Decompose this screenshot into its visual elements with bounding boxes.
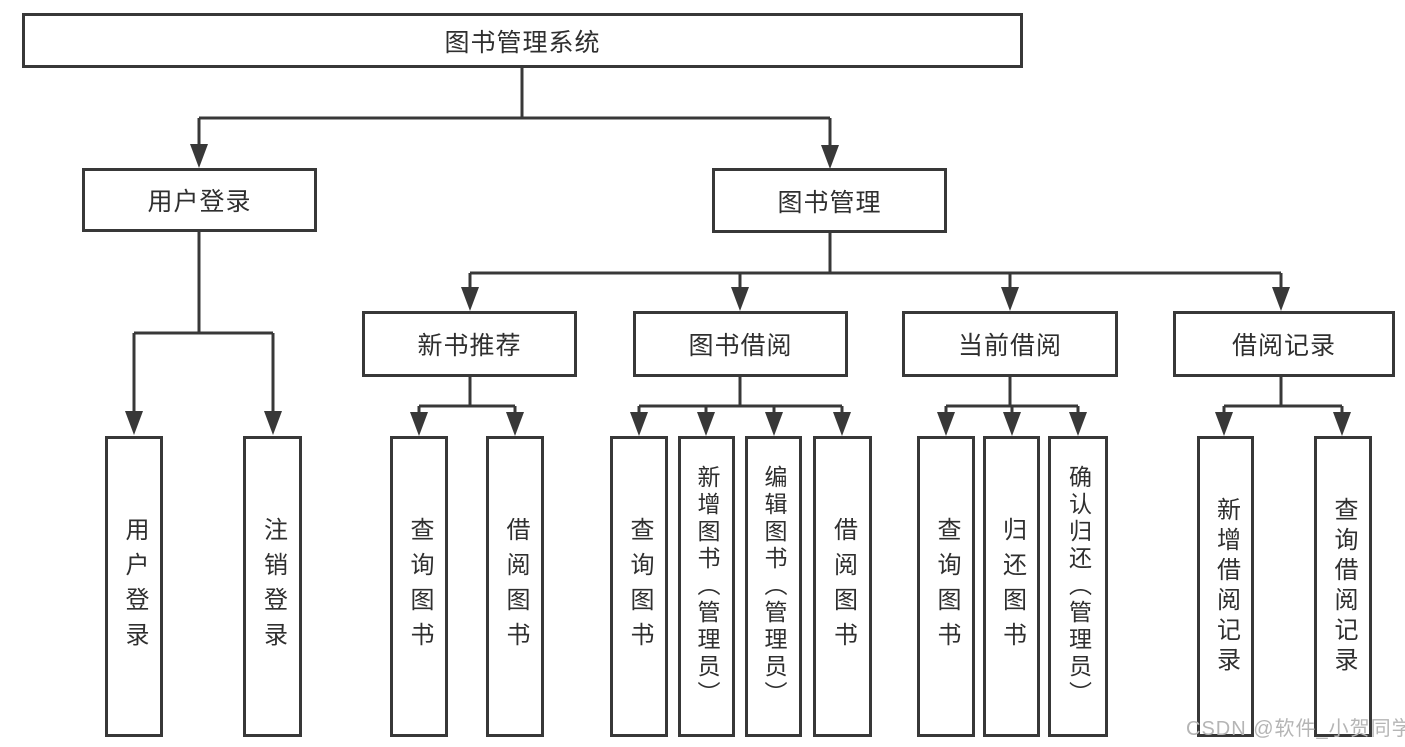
leaf-add-book-admin: 新增图书（管理员） — [678, 436, 735, 737]
node-user-login-branch-label: 用户登录 — [147, 188, 252, 216]
connector-borrowing-records — [1215, 375, 1351, 436]
connector-user-login — [125, 230, 282, 435]
leaf-return-book: 归还图书 — [983, 436, 1040, 737]
node-library-system-label: 图书管理系统 — [444, 28, 601, 57]
node-library-system: 图书管理系统 — [22, 13, 1023, 68]
node-book-borrowing-label: 图书借阅 — [688, 332, 793, 360]
leaf-borrow-books-borrowing-label: 借阅图书 — [829, 516, 857, 657]
node-new-book-recommend-label: 新书推荐 — [417, 332, 522, 360]
node-book-management-label: 图书管理 — [777, 188, 882, 217]
leaf-logout: 注销登录 — [243, 436, 302, 737]
connector-book-borrowing — [630, 375, 851, 436]
node-user-login-branch: 用户登录 — [82, 168, 317, 232]
leaf-logout-label: 注销登录 — [259, 516, 287, 657]
leaf-add-book-admin-label: 新增图书（管理员） — [694, 465, 720, 708]
node-borrowing-records: 借阅记录 — [1173, 311, 1395, 377]
leaf-borrow-books-borrowing: 借阅图书 — [813, 436, 872, 737]
leaf-borrow-books-recommend-label: 借阅图书 — [502, 516, 529, 657]
connector-book-management — [461, 231, 1290, 311]
node-borrowing-records-label: 借阅记录 — [1231, 332, 1336, 360]
leaf-query-books-current: 查询图书 — [917, 436, 975, 737]
leaf-edit-book-admin-label: 编辑图书（管理员） — [761, 465, 787, 708]
connector-current-borrowing — [937, 375, 1087, 436]
node-new-book-recommend: 新书推荐 — [362, 311, 577, 377]
leaf-user-login-label: 用户登录 — [121, 516, 148, 657]
node-book-management: 图书管理 — [712, 168, 947, 233]
connector-new-book-recommend — [410, 375, 524, 436]
leaf-edit-book-admin: 编辑图书（管理员） — [745, 436, 802, 737]
leaf-query-borrow-record: 查询借阅记录 — [1314, 436, 1372, 737]
leaf-query-books-recommend: 查询图书 — [390, 436, 448, 737]
leaf-query-books-borrowing: 查询图书 — [610, 436, 668, 737]
leaf-return-book-label: 归还图书 — [998, 516, 1026, 657]
node-current-borrowing: 当前借阅 — [902, 311, 1118, 377]
leaf-query-books-current-label: 查询图书 — [933, 516, 960, 657]
leaf-query-books-recommend-label: 查询图书 — [406, 516, 433, 657]
node-current-borrowing-label: 当前借阅 — [957, 332, 1062, 360]
leaf-confirm-return-admin-label: 确认归还（管理员） — [1065, 465, 1092, 708]
leaf-confirm-return-admin: 确认归还（管理员） — [1048, 436, 1108, 737]
leaf-borrow-books-recommend: 借阅图书 — [486, 436, 544, 737]
leaf-query-books-borrowing-label: 查询图书 — [626, 516, 653, 657]
leaf-add-borrow-record-label: 新增借阅记录 — [1212, 496, 1240, 677]
leaf-user-login: 用户登录 — [105, 436, 163, 737]
leaf-add-borrow-record: 新增借阅记录 — [1197, 436, 1254, 737]
node-book-borrowing: 图书借阅 — [633, 311, 848, 377]
leaf-query-borrow-record-label: 查询借阅记录 — [1330, 496, 1357, 677]
connector-root — [190, 66, 839, 169]
csdn-watermark: CSDN @软件_小贺同学 — [1186, 718, 1405, 740]
